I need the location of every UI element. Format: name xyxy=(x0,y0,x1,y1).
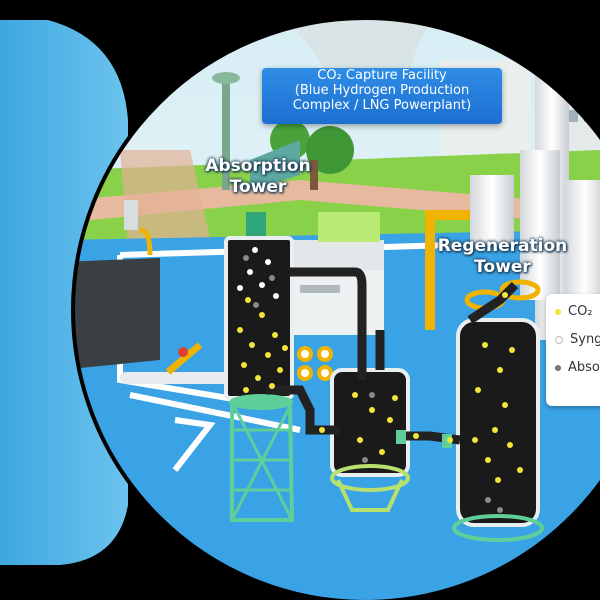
middle-vessel xyxy=(330,368,410,512)
absorption-tower xyxy=(224,212,295,522)
banner-line-2: (Blue Hydrogen Production xyxy=(294,83,470,98)
legend-label-syngas: Syng xyxy=(570,332,600,347)
legend-dot-syngas xyxy=(555,335,563,344)
particle-legend: CO₂ Syng Abso xyxy=(546,294,600,406)
legend-label-absorbent: Abso xyxy=(568,360,600,375)
absorption-label-line-2: Tower xyxy=(229,177,287,197)
banner-line-3: Complex / LNG Powerplant) xyxy=(292,98,472,113)
absorption-tower-label: Absorption Tower xyxy=(188,156,328,198)
legend-dot-co2 xyxy=(555,308,561,315)
regeneration-tower-label: Regeneration Tower xyxy=(415,236,590,278)
absorption-label-line-1: Absorption xyxy=(205,156,311,176)
left-blue-panel xyxy=(0,20,128,565)
regeneration-label-line-2: Tower xyxy=(474,257,531,277)
regeneration-tower xyxy=(452,318,544,542)
legend-label-co2: CO₂ xyxy=(568,304,593,319)
lens-rim xyxy=(71,16,600,600)
legend-item-co2: CO₂ xyxy=(555,304,593,319)
facility-title-banner: CO₂ Capture Facility (Blue Hydrogen Prod… xyxy=(262,68,502,124)
legend-item-absorbent: Abso xyxy=(555,360,600,375)
co2-particles xyxy=(237,292,523,483)
legend-dot-absorbent xyxy=(555,364,561,371)
regeneration-label-line-1: Regeneration xyxy=(437,236,568,256)
legend-item-syngas: Syng xyxy=(555,332,600,347)
banner-line-1: CO₂ Capture Facility xyxy=(317,68,447,83)
